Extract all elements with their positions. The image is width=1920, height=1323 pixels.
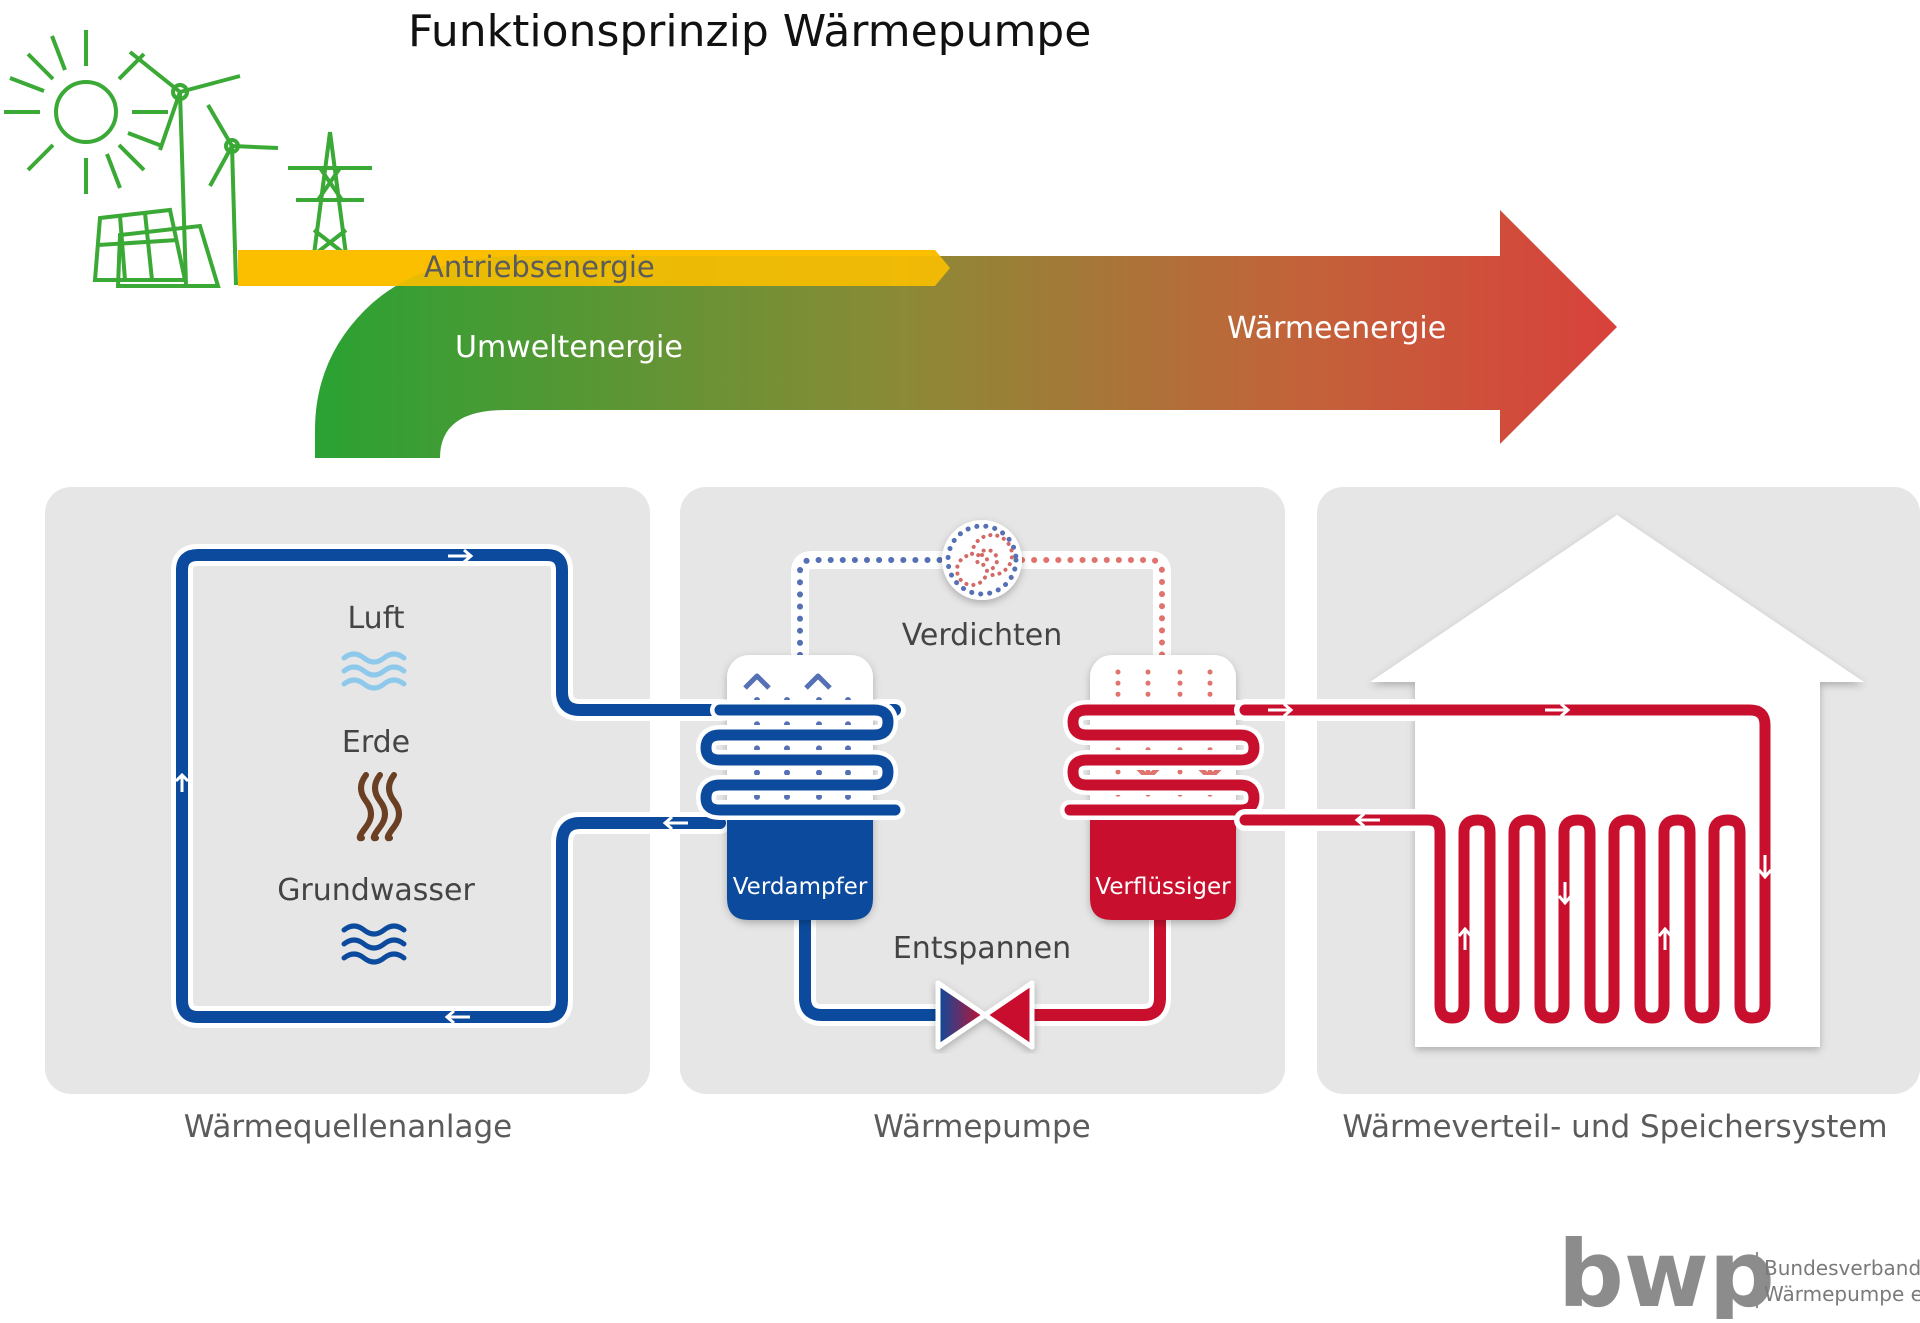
condenser-label: Verflüssiger [1095, 874, 1231, 900]
evaporator: Verdampfer [696, 655, 905, 920]
distribution-caption: Wärmeverteil- und Speichersystem [1342, 1109, 1887, 1145]
wind-turbine-icon [128, 50, 279, 286]
source-label-earth: Erde [342, 725, 410, 760]
condenser: Verflüssiger [1060, 655, 1264, 920]
heat-source-panel [45, 487, 650, 1094]
air-waves-icon [341, 651, 407, 691]
heat-pump-caption: Wärmepumpe [873, 1109, 1090, 1145]
expand-label: Entspannen [893, 931, 1071, 966]
bwp-logo-line2: Wärmepumpe e.V. [1764, 1282, 1920, 1306]
solar-panel-icon [92, 207, 221, 288]
environment-energy-label: Umweltenergie [455, 330, 683, 365]
heat-source-caption: Wärmequellenanlage [184, 1109, 512, 1145]
bwp-logo-line1: Bundesverband [1764, 1256, 1920, 1280]
groundwater-waves-icon [341, 923, 407, 965]
soil-heat-icon [356, 772, 402, 842]
drive-energy-label: Antriebsenergie [424, 250, 655, 284]
renewables-icons [4, 30, 372, 288]
sun-icon [4, 30, 168, 194]
bwp-logo: bwp Bundesverband Wärmepumpe e.V. [1558, 1221, 1920, 1323]
source-label-groundwater: Grundwasser [277, 873, 475, 908]
compressor-icon [942, 520, 1022, 600]
source-label-air: Luft [348, 601, 405, 636]
evaporator-label: Verdampfer [733, 874, 868, 900]
distribution-flow-arrows [1268, 702, 1773, 950]
drive-energy-overlay [238, 250, 950, 286]
heat-pump-panel [680, 487, 1285, 1094]
compress-label: Verdichten [902, 618, 1063, 653]
expansion-line [794, 899, 1171, 1026]
expansion-valve-icon [935, 980, 1035, 1050]
refrigerant-dots [791, 551, 1171, 664]
distribution-loop [1234, 699, 1776, 1029]
heat-energy-label: Wärmeenergie [1227, 311, 1446, 346]
bwp-logo-mark: bwp [1558, 1221, 1775, 1319]
energy-flow: Antriebsenergie Umweltenergie Wärmeenerg… [238, 210, 1617, 458]
page-title: Funktionsprinzip Wärmepumpe [408, 6, 1091, 57]
